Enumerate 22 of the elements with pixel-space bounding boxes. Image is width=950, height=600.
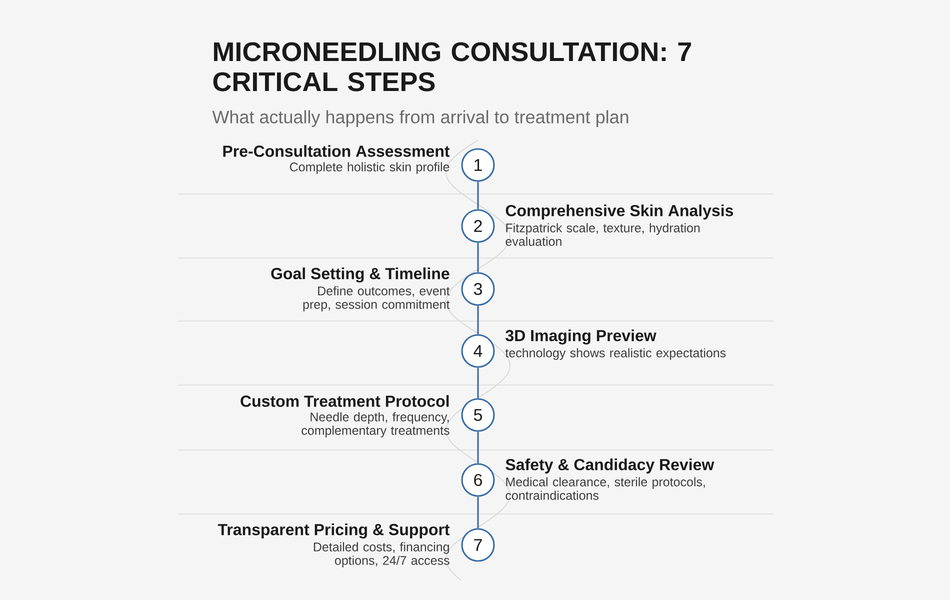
step-heading: Safety & Candidacy Review: [506, 458, 714, 474]
title: MICRONEEDLING CONSULTATION: 7 CRITICAL STEPS: [213, 42, 691, 92]
step-heading: Goal Setting & Timeline: [271, 268, 450, 282]
connector-line: [477, 432, 479, 464]
step-description: Medical clearance, sterile protocols, contraindications: [506, 477, 705, 500]
step-description: technology shows realistic expectations: [505, 348, 726, 360]
connector-line: [477, 242, 479, 272]
step-heading: Transparent Pricing & Support: [218, 524, 450, 538]
connector-line: [477, 182, 479, 210]
step-description: Fitzpatrick scale, texture, hydration evaluation: [506, 223, 700, 246]
step-description: Needle depth, frequency, complementary treatments: [302, 412, 450, 438]
connector-line: [477, 306, 479, 334]
connector-line: [477, 496, 479, 528]
step-heading: Custom Treatment Protocol: [240, 395, 449, 407]
subtitle: What actually happens from arrival to treatment plan: [212, 110, 628, 127]
step-description: Define outcomes, event prep, session commitment: [303, 286, 450, 312]
step-heading: Comprehensive Skin Analysis: [506, 204, 734, 220]
step-heading: 3D Imaging Preview: [506, 330, 656, 344]
step-description: Detailed costs, financing options, 24/7 access: [314, 542, 450, 568]
connector-line: [477, 368, 479, 398]
step-heading: Pre-Consultation Assessment: [223, 145, 450, 157]
step-description: Complete holistic skin profile: [290, 162, 450, 174]
